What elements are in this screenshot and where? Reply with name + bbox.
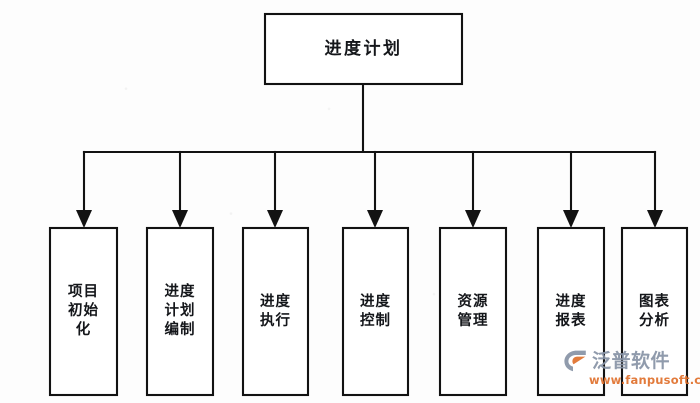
node-box-leaf-5[interactable] [438,226,508,397]
node-box-leaf-6[interactable] [536,226,606,397]
arrow-head-1 [76,210,92,228]
arrow-head-3 [267,210,283,228]
arrow-head-6 [563,210,579,228]
node-box-root[interactable] [263,12,464,86]
arrow-head-7 [647,210,663,228]
node-box-leaf-2[interactable] [145,226,215,397]
node-box-leaf-1[interactable] [48,226,119,397]
node-box-leaf-3[interactable] [241,226,310,397]
arrow-head-2 [172,210,188,228]
arrow-head-5 [465,210,481,228]
node-box-leaf-4[interactable] [341,226,410,397]
arrow-head-4 [367,210,383,228]
node-box-leaf-7[interactable] [620,226,689,397]
